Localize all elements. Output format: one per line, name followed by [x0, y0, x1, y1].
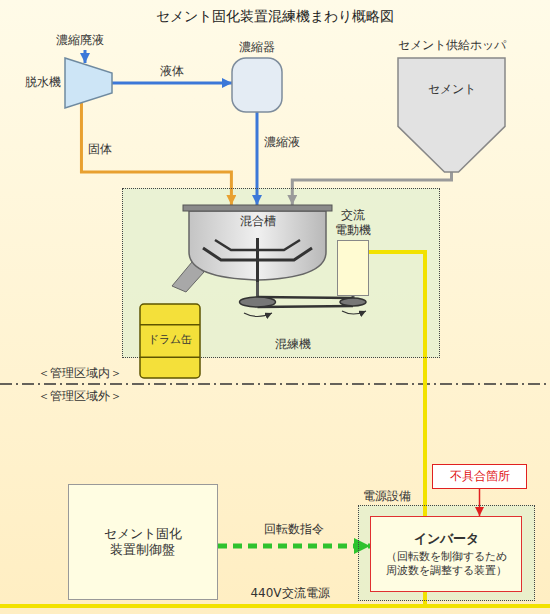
- power-bus: [0, 604, 550, 608]
- flow-connector: [479, 489, 481, 516]
- power-wire: [423, 590, 427, 606]
- pulley: [240, 297, 276, 307]
- dewaterer-shape: [65, 58, 112, 108]
- node-label: 不具合箇所: [450, 469, 510, 484]
- hopper-shape: [398, 58, 505, 172]
- cement-hopper-outline: [398, 58, 505, 172]
- flow-connector: [256, 112, 259, 205]
- edge-label: 液体: [160, 64, 184, 79]
- node-label: セメント供給ホッパ: [386, 38, 517, 53]
- node-label: ドラム缶: [140, 333, 200, 347]
- drive-belt: [258, 297, 354, 298]
- node-label: 交流 電動機: [334, 208, 372, 238]
- flow-connector: [218, 544, 370, 549]
- concentrator-outline: [232, 58, 282, 112]
- zone-boundary: [0, 383, 550, 385]
- zone-label: ＜管理区域内＞: [38, 366, 122, 381]
- dewaterer-outline: [65, 58, 112, 108]
- edge-label: 固体: [88, 142, 112, 157]
- node-note: （回転数を制御するため周波数を調整する装置）: [381, 550, 511, 578]
- drum-band: [140, 324, 200, 326]
- drum-can: ドラム缶: [140, 304, 200, 378]
- mixer-shaft: [256, 238, 259, 282]
- control-panel: セメント固化 装置制御盤: [68, 484, 218, 600]
- diagram-title: セメント固化装置混練機まわり概略図: [0, 8, 550, 26]
- edge-label: 回転数指令: [264, 522, 324, 537]
- feed-label: 濃縮廃液: [56, 33, 104, 48]
- concentrator-shape: [232, 58, 282, 112]
- drum-body: [140, 304, 200, 378]
- flow-connector: [81, 103, 231, 205]
- fault-callout: 不具合箇所: [432, 464, 527, 489]
- node-note: セメント: [398, 82, 505, 97]
- drum-band: [140, 357, 200, 359]
- drive-belt: [258, 306, 354, 307]
- feed-arrow: [84, 50, 87, 63]
- mixing-tank: 混合槽: [185, 205, 330, 282]
- cement-hopper: セメント供給ホッパセメント: [398, 58, 505, 172]
- rotation-arrow: [244, 313, 272, 317]
- ac-motor: 交流 電動機: [337, 240, 369, 296]
- node-label: 混練機: [258, 337, 328, 352]
- flow-connector: [112, 82, 232, 85]
- region-fill: [358, 505, 535, 601]
- node-label: 脱水機: [17, 75, 61, 90]
- dewaterer: 脱水機: [65, 58, 112, 108]
- flow-connector: [369, 252, 425, 516]
- edge-label: 濃縮液: [264, 135, 300, 150]
- pulley: [340, 298, 366, 306]
- zone-label: ＜管理区域外＞: [38, 389, 122, 404]
- rotation-arrow: [342, 311, 366, 314]
- tank-rim: [183, 205, 332, 211]
- inverter-box: インバータ （回転数を制御するため周波数を調整する装置）: [370, 516, 522, 592]
- power-equipment-region: 電源設備インバータ（回転数を制御するため周波数を調整する装置）: [358, 505, 535, 601]
- power-label: 440V交流電源: [250, 586, 329, 601]
- node-label: インバータ: [414, 531, 479, 547]
- node-label: 濃縮器: [222, 40, 292, 55]
- node-label: 混合槽: [185, 214, 330, 229]
- node-label: 電源設備: [363, 489, 427, 504]
- node-label: セメント固化 装置制御盤: [102, 526, 184, 559]
- concentrator: 濃縮器: [232, 58, 282, 112]
